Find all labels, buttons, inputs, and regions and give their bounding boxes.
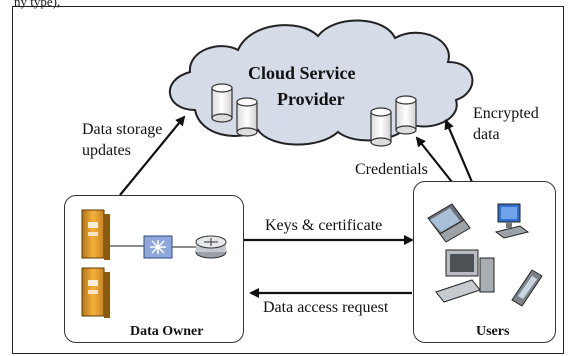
storage-cylinder-icon — [370, 107, 392, 147]
encrypted-label-line1: Encrypted — [473, 105, 539, 122]
users-box — [413, 181, 556, 343]
storage-cylinder-icon — [211, 83, 233, 123]
credentials-label: Credentials — [355, 161, 428, 178]
data-owner-label: Data Owner — [130, 324, 204, 339]
storage-cylinder-icon — [395, 95, 417, 135]
caption-fragment: ny type), — [14, 0, 61, 9]
access-label: Data access request — [263, 299, 389, 316]
data-owner-box — [64, 195, 244, 343]
storage-cylinder-icon — [236, 97, 258, 137]
encrypted-data-arrow — [444, 119, 474, 183]
encrypted-label-line2: data — [473, 126, 500, 143]
storage-label-line1: Data storage — [82, 121, 163, 138]
credentials-arrow — [415, 136, 453, 183]
storage-arrow — [119, 115, 186, 196]
keys-label: Keys & certificate — [265, 217, 383, 234]
users-label: Users — [476, 324, 510, 339]
cloud-title-line1: Cloud Service — [248, 63, 356, 83]
figure-frame — [12, 6, 564, 354]
cloud-title-line2: Provider — [277, 89, 345, 109]
storage-label-line2: updates — [82, 142, 131, 159]
